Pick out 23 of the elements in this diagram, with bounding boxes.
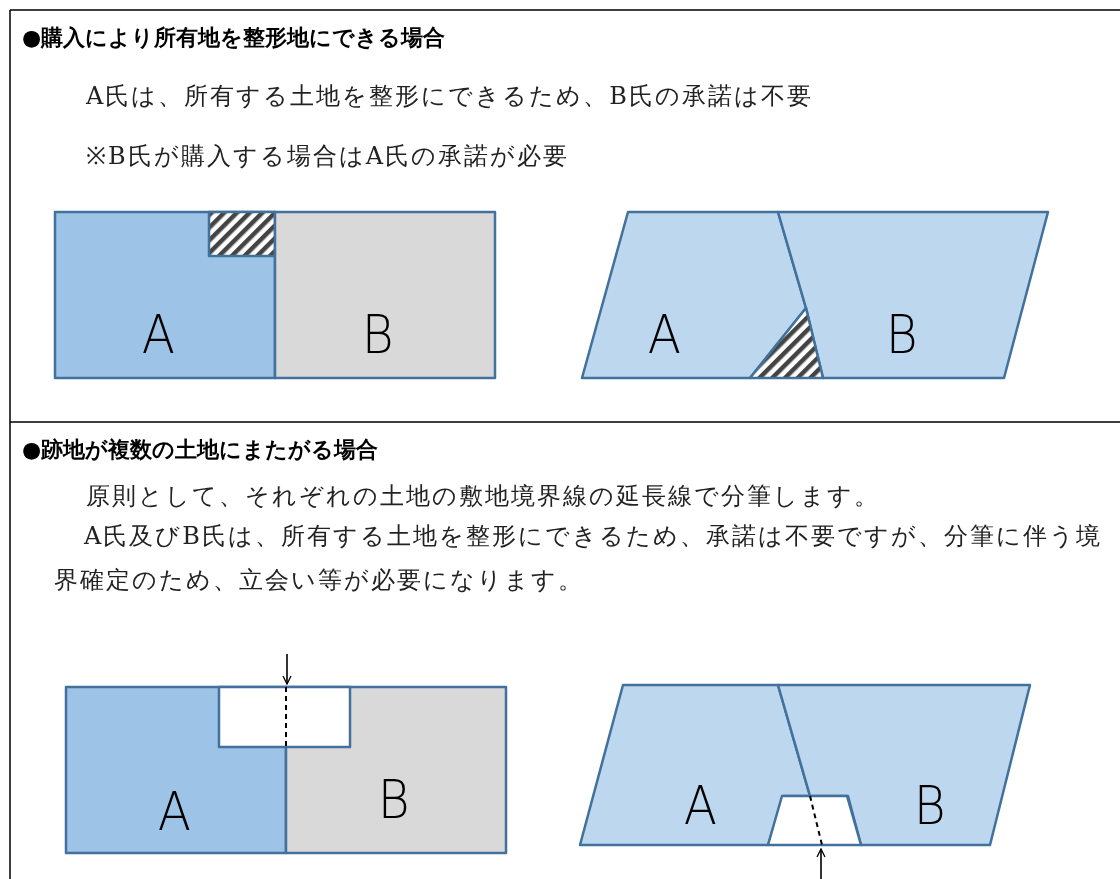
parcel-letter: B [361,305,394,365]
body-text: A氏は、所有する土地を整形にできるため、B氏の承諾は不要 [86,81,814,112]
parcel-letter: A [157,782,192,842]
hatched-area [750,308,823,378]
parcel-letter: B [377,770,410,830]
parcel-letter: A [683,776,718,836]
vacant-lot [219,687,350,747]
land-parcel [275,212,495,378]
section-heading: ●跡地が複数の土地にまたがる場合 [22,436,380,464]
body-text: A氏及びB氏は、所有する土地を整形にできるため、承諾は不要ですが、分筆に伴う境界確定のため、立会い等が必要になります。 [54,521,1103,596]
body-text: 原則として、それぞれの土地の敷地境界線の延長線で分筆します。 [86,481,881,512]
parcel-letter: B [913,776,946,836]
parcel-letter: B [885,305,918,365]
note-text: ※B氏が購入する場合はA氏の承諾が必要 [86,141,570,172]
land-parcel [55,212,275,378]
parcel-letter: A [141,305,176,365]
land-parcel [778,212,1048,378]
land-parcel [778,685,1030,845]
land-parcel [580,685,810,845]
land-parcel [582,212,806,378]
parcel-letter: A [647,305,682,365]
section-heading: ●購入により所有地を整形地にできる場合 [22,24,447,52]
hatched-area [209,212,275,256]
